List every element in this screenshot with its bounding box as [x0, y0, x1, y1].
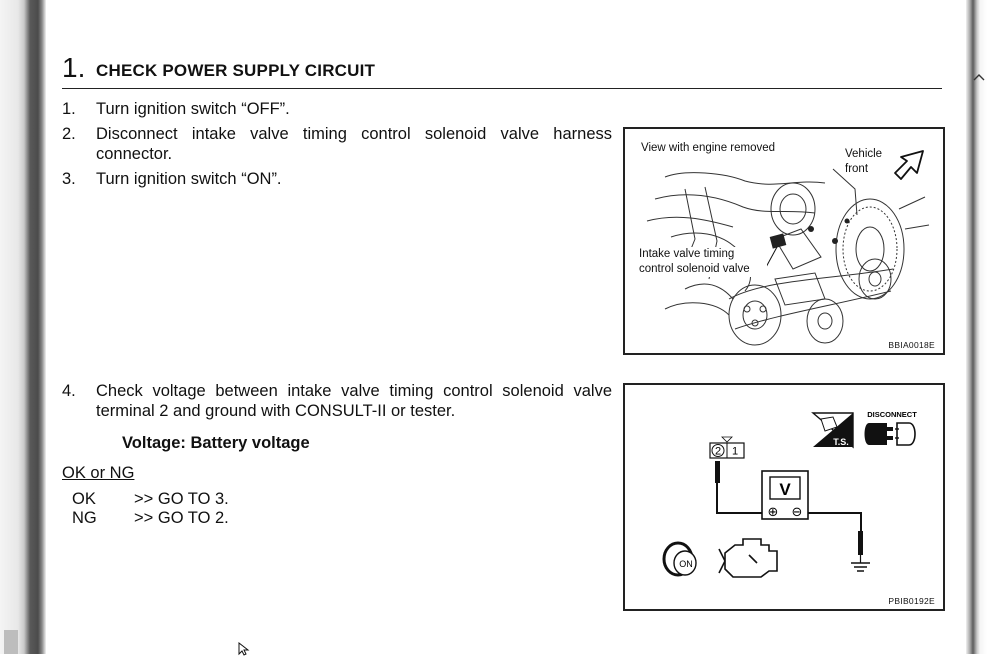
result-ok-code: OK	[72, 490, 96, 508]
ignition-key-icon: ON	[662, 541, 697, 577]
connector-pin-1: 1	[732, 446, 738, 458]
label-vehicle-front: Vehicle front	[845, 148, 883, 175]
leader-line	[764, 246, 778, 270]
meter-negative: ⊖	[792, 505, 803, 520]
step-number: 1.	[62, 100, 76, 118]
vehicle-front-arrow-icon	[894, 150, 924, 180]
step-text: Turn ignition switch “OFF”.	[96, 100, 290, 118]
connector-pin-2: 2	[715, 446, 721, 458]
section-header: 1. CHECK POWER SUPPLY CIRCUIT	[62, 52, 942, 89]
ground-icon	[851, 562, 870, 572]
harness-connector: 2 1	[709, 436, 745, 459]
ok-ng-heading: OK or NG	[62, 464, 135, 482]
voltmeter-icon: V ⊕ ⊖	[761, 470, 809, 520]
ts-label: T.S.	[833, 437, 849, 447]
engine-line-drawing	[646, 150, 930, 346]
step-text: Turn ignition switch “ON”.	[96, 170, 282, 188]
circuit-diagram: 2 1 V ⊕ ⊖	[662, 410, 917, 578]
document-page: 1. CHECK POWER SUPPLY CIRCUIT 1. Turn ig…	[48, 0, 964, 654]
step-number: 3.	[62, 170, 76, 188]
disconnect-label: DISCONNECT	[867, 410, 917, 419]
voltage-spec: Voltage: Battery voltage	[122, 434, 310, 452]
label-solenoid-valve: Intake valve timing control solenoid val…	[639, 247, 767, 277]
step-number: 2.	[62, 125, 76, 143]
left-edge-tab	[4, 630, 18, 654]
figure2-code: PBIB0192E	[888, 596, 935, 606]
section-number: 1.	[62, 52, 86, 83]
tester-icon: T.S.	[811, 412, 854, 449]
scroll-up-arrow-icon[interactable]	[973, 72, 985, 82]
result-ng-code: NG	[72, 509, 97, 527]
step-text: Disconnect intake valve timing control s…	[96, 125, 612, 163]
result-ok-action: >> GO TO 3.	[134, 490, 229, 508]
meter-positive: ⊕	[768, 505, 779, 520]
engine-icon	[718, 538, 778, 578]
meter-letter: V	[779, 480, 791, 499]
figure-voltage-check: 2 1 V ⊕ ⊖	[623, 383, 945, 611]
window-right-edge[interactable]	[966, 0, 987, 654]
label-view-engine-removed: View with engine removed	[641, 141, 776, 156]
ignition-on-label: ON	[679, 559, 693, 569]
step-number: 4.	[62, 382, 76, 400]
figure1-code: BBIA0018E	[888, 340, 935, 350]
figure-engine-location: View with engine removed Vehicle front I…	[623, 127, 945, 355]
window-left-edge	[0, 0, 46, 654]
step-text: Check voltage between intake valve timin…	[96, 382, 612, 420]
result-ng-action: >> GO TO 2.	[134, 509, 229, 527]
section-title: CHECK POWER SUPPLY CIRCUIT	[96, 61, 376, 80]
disconnect-connector-icon: DISCONNECT	[864, 410, 917, 446]
